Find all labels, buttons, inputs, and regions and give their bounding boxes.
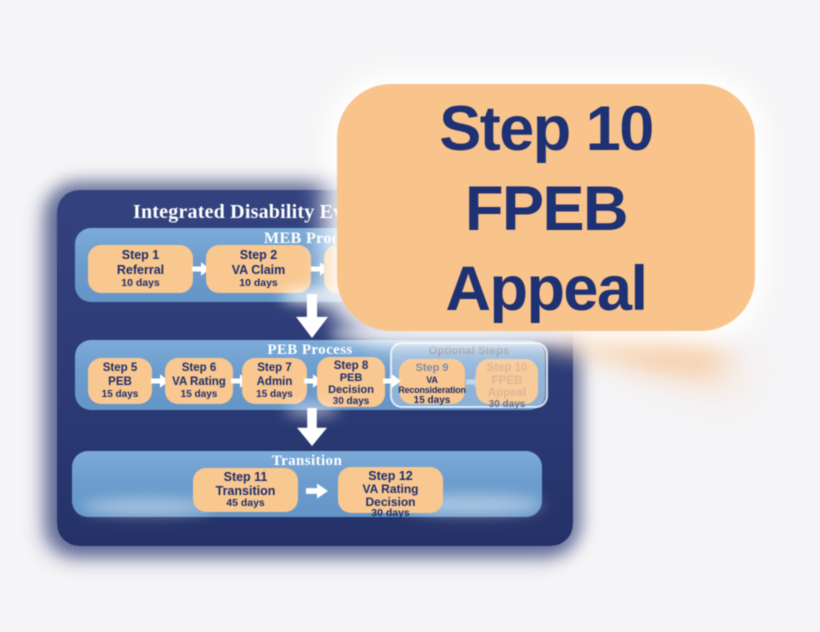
transition-header: Transition — [271, 453, 343, 469]
transition-band: Transition Step 11 Transition 45 days St… — [72, 451, 542, 519]
step-5-box: Step 5 PEB 15 days — [88, 358, 152, 404]
cloud-smudge — [82, 499, 212, 515]
step-duration: 15 days — [180, 389, 218, 400]
step-12-box: Step 12 VA Rating Decision 30 days — [338, 467, 443, 519]
optional-steps-header: Optional Steps — [428, 345, 510, 357]
optional-steps-panel: Optional Steps Step 9 VA Reconsideration… — [390, 342, 548, 410]
step-1-box: Step 1 Referral 10 days — [88, 245, 193, 293]
step-number: Step 12 — [368, 469, 413, 483]
step-duration: 45 days — [226, 496, 265, 509]
step-number: Step 6 — [181, 362, 217, 374]
step-label: VA Claim — [231, 262, 286, 277]
step-duration: 15 days — [413, 395, 451, 406]
step-9-box: Step 9 VA Reconsideration 15 days — [398, 359, 466, 406]
step-number: Step 2 — [239, 248, 278, 263]
step-duration: 30 days — [332, 396, 370, 407]
step-6-box: Step 6 VA Rating 15 days — [165, 358, 233, 404]
callout-line-3: Appeal — [445, 254, 648, 324]
step-10-callout: Step 10 FPEB Appeal — [337, 84, 755, 331]
step-label: VA Reconsideration — [398, 375, 466, 395]
peb-process-header: PEB Process — [267, 342, 353, 358]
step-number: Step 9 — [415, 362, 449, 374]
step-8-box: Step 8 PEB Decision 30 days — [317, 357, 385, 407]
step-label: FPEB Appeal — [487, 375, 527, 399]
step-duration: 30 days — [488, 399, 526, 410]
step-label: Admin — [256, 376, 293, 388]
step-label: PEB Decision — [328, 372, 374, 396]
meb-process-header: MEB Process — [263, 230, 361, 247]
step-label: VA Rating Decision — [362, 482, 419, 509]
step-number: Step 8 — [333, 360, 369, 372]
step-number: Step 10 — [486, 362, 528, 374]
callout-line-2: FPEB — [464, 174, 629, 244]
step-duration: 15 days — [101, 389, 139, 400]
step-11-box: Step 11 Transition 45 days — [193, 468, 298, 512]
step-number: Step 5 — [102, 362, 138, 374]
step-label: Referral — [116, 262, 165, 277]
step-duration: 10 days — [239, 276, 278, 289]
step-7-box: Step 7 Admin 15 days — [242, 358, 307, 404]
step-number: Step 7 — [257, 362, 292, 374]
step-duration: 15 days — [256, 389, 293, 400]
step-2-box: Step 2 VA Claim 10 days — [206, 245, 311, 293]
peb-process-band: PEB Process Step 5 PEB 15 days Step 6 VA… — [75, 340, 548, 410]
step-duration: 30 days — [371, 507, 410, 519]
step-duration: 10 days — [121, 276, 160, 289]
step-label: PEB — [108, 376, 132, 388]
step-label: Transition — [215, 483, 276, 498]
step-number: Step 11 — [223, 470, 268, 485]
callout-line-1: Step 10 — [439, 94, 654, 164]
step-10-box: Step 10 FPEB Appeal 30 days — [476, 359, 538, 410]
step-label: VA Rating — [172, 376, 226, 388]
step-number: Step 1 — [121, 248, 160, 263]
white-haze-smudge — [330, 329, 570, 341]
arrow-right-icon — [306, 483, 328, 499]
